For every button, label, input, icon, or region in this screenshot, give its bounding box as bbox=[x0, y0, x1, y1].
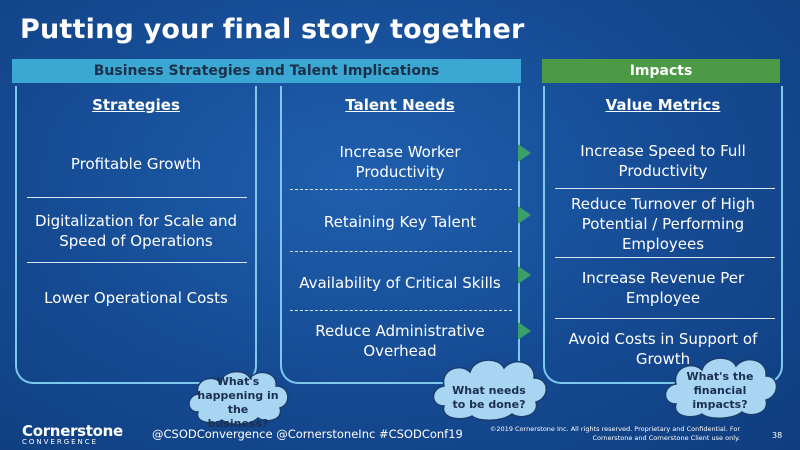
cloud-callout-financial: What's the financial impacts? bbox=[660, 352, 780, 420]
talent-needs-column: Talent Needs Increase Worker Productivit… bbox=[280, 86, 520, 384]
logo-wordmark: Cornerstone bbox=[22, 422, 123, 440]
cornerstone-logo: Cornerstone CONVERGENCE bbox=[22, 422, 123, 446]
divider bbox=[555, 188, 775, 189]
header-bar-business-strategies: Business Strategies and Talent Implicati… bbox=[12, 59, 521, 83]
strategy-item: Digitalization for Scale and Speed of Op… bbox=[34, 212, 238, 250]
value-metric-item: Increase Revenue Per Employee bbox=[581, 269, 745, 307]
divider bbox=[555, 257, 775, 258]
talent-need-item: Reduce Administrative Overhead bbox=[315, 322, 485, 360]
cloud-shape bbox=[664, 357, 778, 419]
logo-subtitle: CONVERGENCE bbox=[22, 438, 99, 446]
arrow-right-icon bbox=[518, 206, 531, 224]
strategy-item: Lower Operational Costs bbox=[44, 289, 228, 307]
value-metric-item: Reduce Turnover of High Potential / Perf… bbox=[571, 195, 755, 253]
divider bbox=[290, 189, 512, 190]
cloud-shape bbox=[432, 359, 547, 421]
talent-needs-heading: Talent Needs bbox=[345, 96, 455, 114]
value-metric-item: Increase Speed to Full Productivity bbox=[580, 142, 746, 180]
divider bbox=[290, 251, 512, 252]
talent-need-item: Retaining Key Talent bbox=[323, 213, 477, 231]
cloud-text-business: What's happening in the business? bbox=[197, 375, 279, 430]
arrow-right-icon bbox=[518, 322, 531, 340]
value-metric-item: Avoid Costs in Support of Growth bbox=[568, 330, 758, 368]
page-title: Putting your final story together bbox=[20, 14, 525, 45]
copyright-notice: ©2019 Cornerstone Inc. All rights reserv… bbox=[489, 425, 740, 442]
value-metrics-column: Value Metrics Increase Speed to Full Pro… bbox=[543, 86, 783, 384]
divider bbox=[27, 262, 247, 263]
strategies-heading: Strategies bbox=[92, 96, 180, 114]
cloud-text-todo: What needs to be done? bbox=[452, 384, 526, 411]
cloud-shape bbox=[188, 370, 289, 425]
arrow-right-icon bbox=[518, 144, 531, 162]
divider bbox=[555, 318, 775, 319]
talent-need-item: Availability of Critical Skills bbox=[299, 274, 501, 292]
divider bbox=[290, 310, 512, 311]
cloud-text-financial: What's the financial impacts? bbox=[686, 370, 754, 411]
social-handles: @CSODConvergence @CornerstoneInc #CSODCo… bbox=[152, 427, 463, 441]
cloud-callout-todo: What needs to be done? bbox=[428, 352, 550, 422]
cloud-callout-business: What's happening in the business? bbox=[184, 364, 292, 430]
header-bar-impacts: Impacts bbox=[542, 59, 780, 83]
divider bbox=[27, 197, 247, 198]
strategies-column: Strategies Profitable Growth Digitalizat… bbox=[15, 86, 257, 384]
strategy-item: Profitable Growth bbox=[70, 155, 202, 173]
page-number: 38 bbox=[772, 431, 783, 440]
talent-need-item: Increase Worker Productivity bbox=[339, 143, 461, 181]
arrow-right-icon bbox=[518, 266, 531, 284]
value-metrics-heading: Value Metrics bbox=[605, 96, 721, 114]
